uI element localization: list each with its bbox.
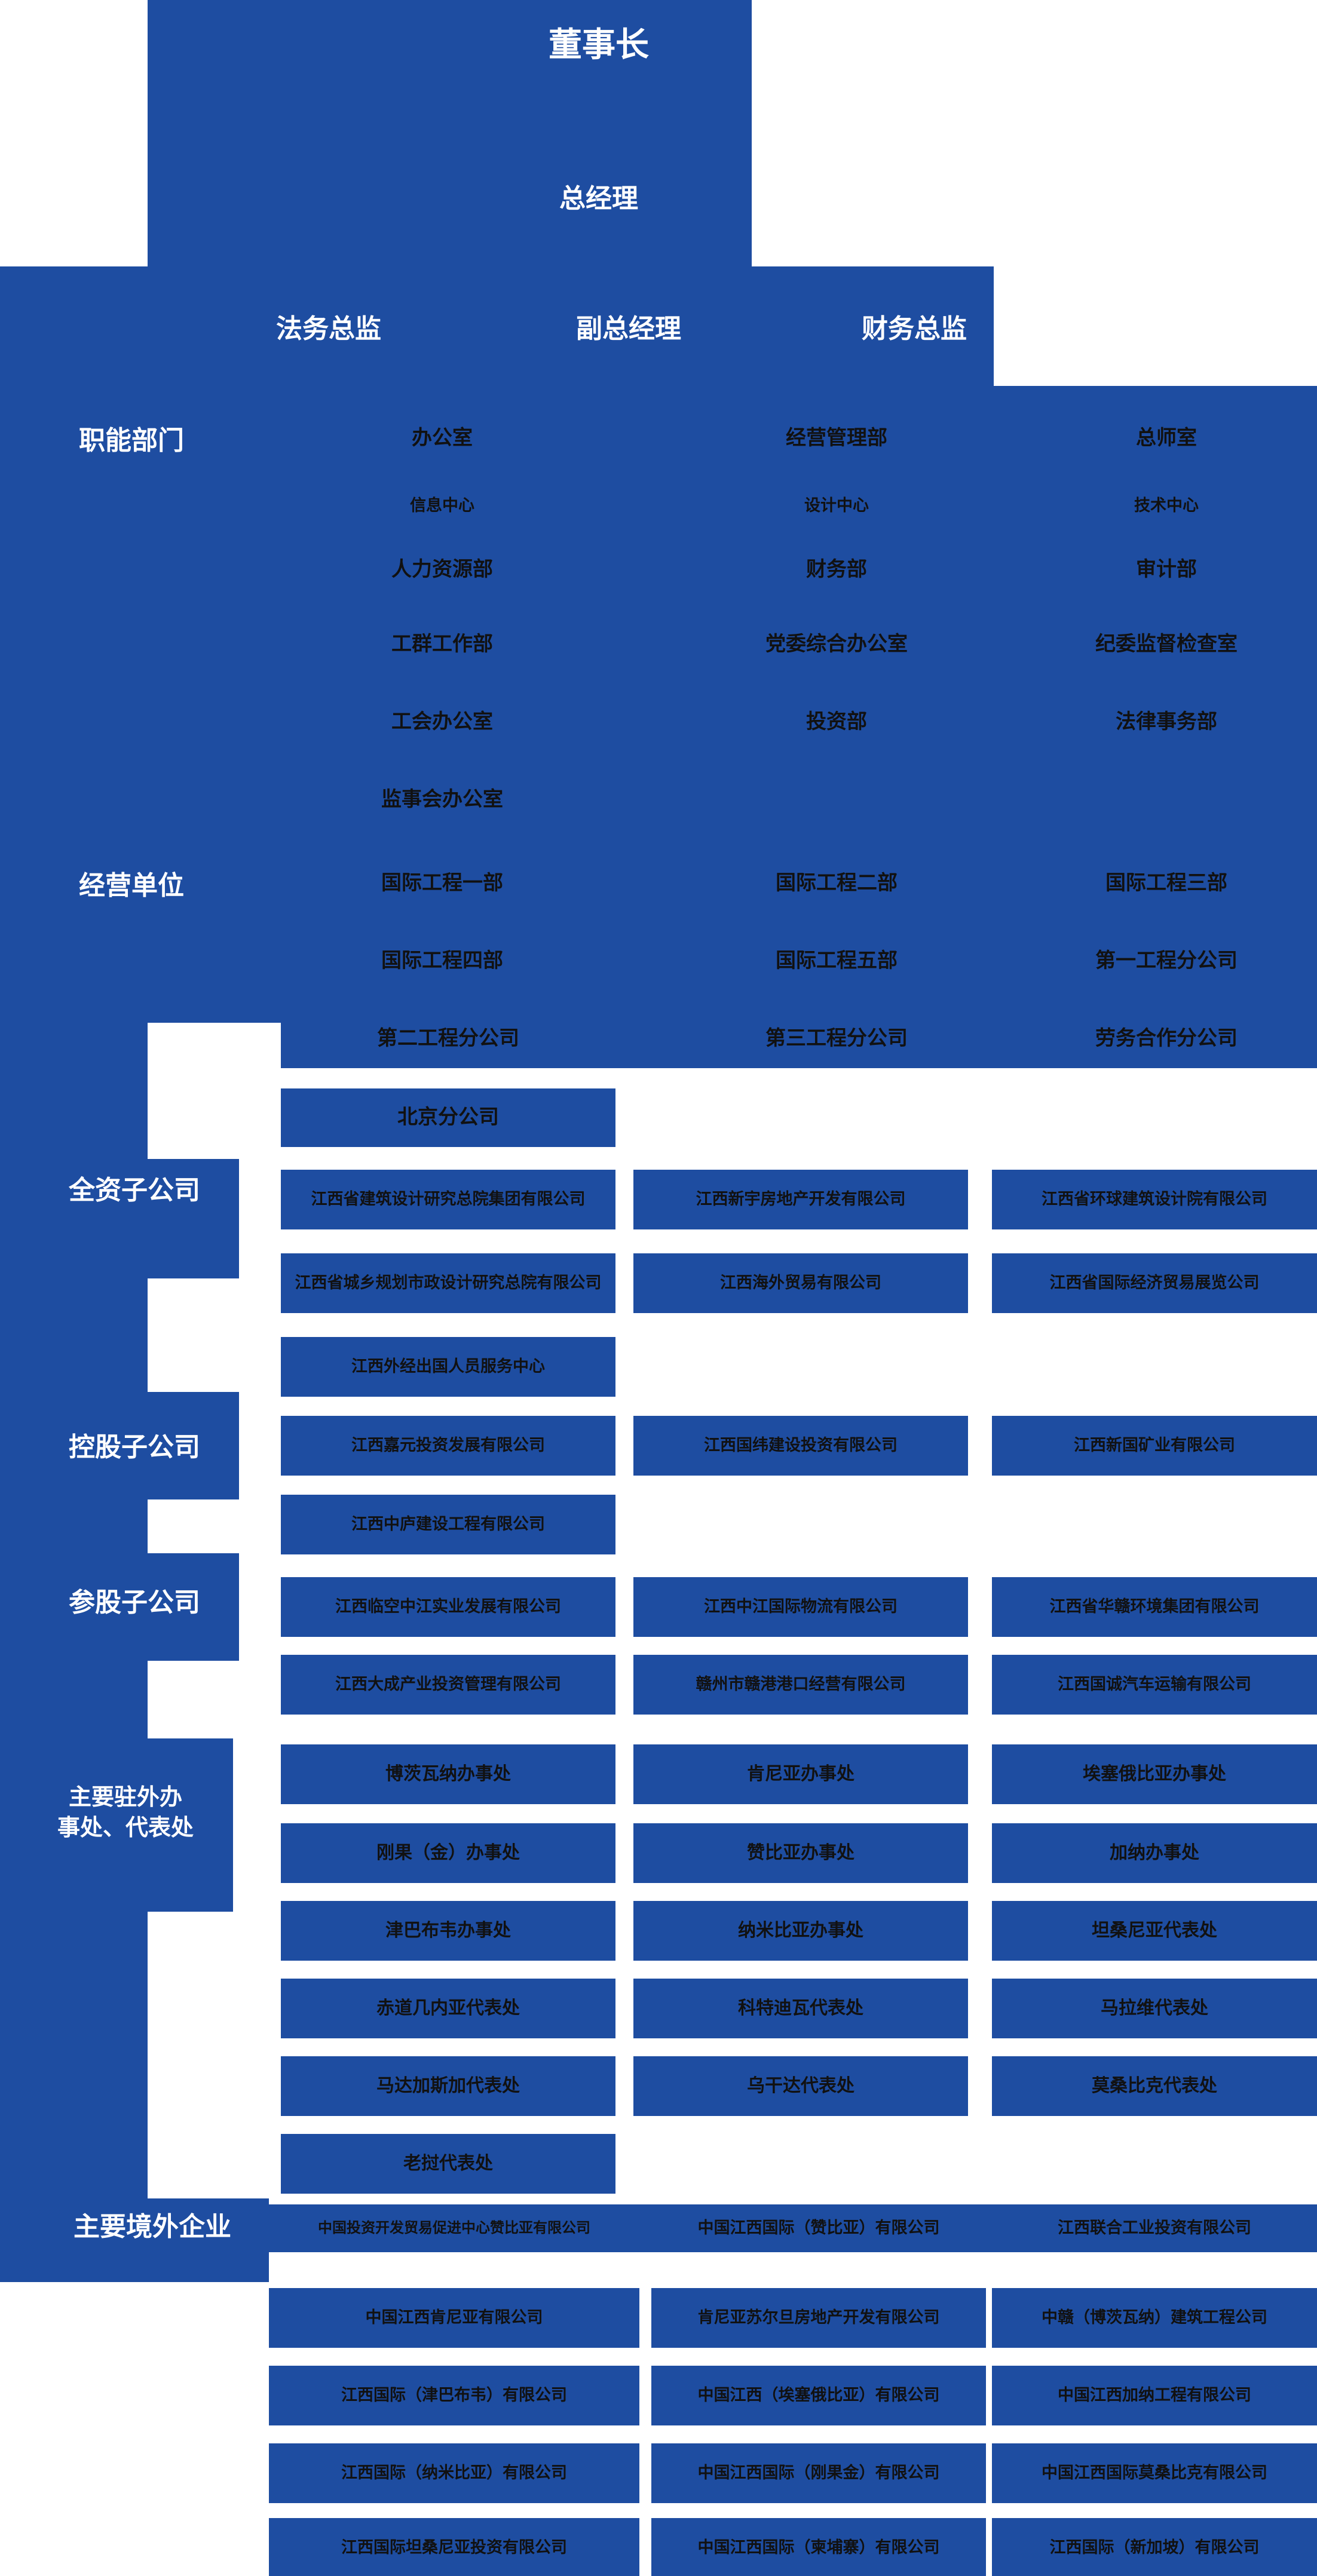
enterprise-item[interactable]: 中国江西（埃塞俄比亚）有限公司 bbox=[651, 2366, 986, 2425]
office-item[interactable]: 博茨瓦纳办事处 bbox=[281, 1744, 615, 1804]
subsidiary-item[interactable]: 江西大成产业投资管理有限公司 bbox=[281, 1655, 615, 1715]
branch-item[interactable]: 第三工程分公司 bbox=[669, 1025, 1004, 1053]
office-item[interactable]: 肯尼亚办事处 bbox=[633, 1744, 968, 1804]
business-unit-item[interactable]: 第一工程分公司 bbox=[1016, 947, 1317, 976]
exec-general-manager: 总经理 bbox=[559, 184, 638, 213]
dept-item[interactable]: 投资部 bbox=[669, 708, 1004, 737]
subsidiary-item[interactable]: 江西省环球建筑设计院有限公司 bbox=[992, 1170, 1317, 1229]
section-label-overseas-enterprises: 主要境外企业 bbox=[73, 2212, 231, 2242]
dept-item[interactable]: 监事会办公室 bbox=[275, 786, 610, 814]
enterprise-item[interactable]: 中国江西国际莫桑比克有限公司 bbox=[992, 2443, 1317, 2503]
branch-item[interactable]: 第二工程分公司 bbox=[281, 1025, 615, 1053]
section-label-overseas-offices: 主要驻外办 事处、代表处 bbox=[24, 1759, 227, 1867]
subsidiary-item[interactable]: 赣州市赣港港口经营有限公司 bbox=[633, 1655, 968, 1715]
branch-item[interactable]: 北京分公司 bbox=[281, 1103, 615, 1132]
top-exec-panel bbox=[148, 0, 752, 266]
enterprise-item[interactable]: 中国江西国际（柬埔寨）有限公司 bbox=[651, 2518, 986, 2576]
dept-item[interactable]: 纪委监督检查室 bbox=[1016, 630, 1317, 659]
overseas-offices-label-line-1: 主要驻外办 bbox=[68, 1784, 182, 1810]
subsidiary-item[interactable]: 江西省国际经济贸易展览公司 bbox=[992, 1253, 1317, 1313]
dept-item[interactable]: 工群工作部 bbox=[275, 630, 610, 659]
dept-item[interactable]: 设计中心 bbox=[669, 493, 1004, 519]
wholly-owned-label-panel bbox=[0, 1159, 239, 1278]
subsidiary-item[interactable]: 江西中江国际物流有限公司 bbox=[633, 1577, 968, 1637]
enterprise-item[interactable]: 江西国际（新加坡）有限公司 bbox=[992, 2518, 1317, 2576]
subsidiary-item[interactable]: 江西临空中江实业发展有限公司 bbox=[281, 1577, 615, 1637]
office-item[interactable]: 马拉维代表处 bbox=[992, 1979, 1317, 2038]
section-label-business-units: 经营单位 bbox=[79, 871, 184, 901]
subsidiary-item[interactable]: 江西省建筑设计研究总院集团有限公司 bbox=[281, 1170, 615, 1229]
subsidiary-item[interactable]: 江西嘉元投资发展有限公司 bbox=[281, 1416, 615, 1476]
dept-item[interactable]: 办公室 bbox=[275, 424, 610, 453]
exec-finance-director: 财务总监 bbox=[862, 314, 967, 344]
overseas-offices-label-panel bbox=[0, 1738, 233, 1912]
dept-item[interactable]: 法律事务部 bbox=[1016, 708, 1317, 737]
exec-deputy-general-manager: 副总经理 bbox=[576, 314, 681, 344]
dept-item[interactable]: 技术中心 bbox=[1016, 493, 1317, 519]
enterprise-item[interactable]: 江西国际坦桑尼亚投资有限公司 bbox=[269, 2518, 639, 2576]
dept-item[interactable]: 工会办公室 bbox=[275, 708, 610, 737]
office-item[interactable]: 乌干达代表处 bbox=[633, 2056, 968, 2116]
exec-chairman: 董事长 bbox=[549, 25, 649, 63]
enterprise-item[interactable]: 中国江西加纳工程有限公司 bbox=[992, 2366, 1317, 2425]
section-label-wholly-owned: 全资子公司 bbox=[69, 1176, 200, 1206]
overseas-offices-label-line-2: 事处、代表处 bbox=[57, 1816, 194, 1841]
subsidiary-item[interactable]: 江西省城乡规划市政设计研究总院有限公司 bbox=[281, 1253, 615, 1313]
subsidiary-item[interactable]: 江西国纬建设投资有限公司 bbox=[633, 1416, 968, 1476]
subsidiary-item[interactable]: 江西中庐建设工程有限公司 bbox=[281, 1495, 615, 1554]
exec-legal-director: 法务总监 bbox=[276, 314, 381, 344]
subsidiary-item[interactable]: 江西外经出国人员服务中心 bbox=[281, 1337, 615, 1397]
subsidiary-item[interactable]: 江西国诚汽车运输有限公司 bbox=[992, 1655, 1317, 1715]
office-item[interactable]: 赤道几内亚代表处 bbox=[281, 1979, 615, 2038]
dept-item[interactable]: 审计部 bbox=[1016, 556, 1317, 584]
office-item[interactable]: 马达加斯加代表处 bbox=[281, 2056, 615, 2116]
enterprise-item[interactable]: 中国江西肯尼亚有限公司 bbox=[269, 2288, 639, 2348]
business-unit-item[interactable]: 国际工程五部 bbox=[669, 947, 1004, 976]
office-item[interactable]: 坦桑尼亚代表处 bbox=[992, 1901, 1317, 1961]
enterprise-item[interactable]: 中赣（博茨瓦纳）建筑工程公司 bbox=[992, 2288, 1317, 2348]
subsidiary-item[interactable]: 江西新国矿业有限公司 bbox=[992, 1416, 1317, 1476]
enterprise-item[interactable]: 中国投资开发贸易促进中心赞比亚有限公司 bbox=[269, 2210, 639, 2246]
dept-item[interactable]: 总师室 bbox=[1016, 424, 1317, 453]
dept-item[interactable]: 党委综合办公室 bbox=[669, 630, 1004, 659]
subsidiary-item[interactable]: 江西省华赣环境集团有限公司 bbox=[992, 1577, 1317, 1637]
business-unit-item[interactable]: 国际工程三部 bbox=[1016, 869, 1317, 898]
enterprise-item[interactable]: 中国江西国际（赞比亚）有限公司 bbox=[651, 2210, 986, 2246]
section-label-controlled: 控股子公司 bbox=[69, 1433, 200, 1462]
dept-item[interactable]: 经营管理部 bbox=[669, 424, 1004, 453]
business-unit-item[interactable]: 国际工程二部 bbox=[669, 869, 1004, 898]
section-label-functional-departments: 职能部门 bbox=[79, 426, 184, 456]
office-item[interactable]: 老挝代表处 bbox=[281, 2134, 615, 2194]
dept-item[interactable]: 财务部 bbox=[669, 556, 1004, 584]
enterprise-item[interactable]: 江西国际（津巴布韦）有限公司 bbox=[269, 2366, 639, 2425]
enterprise-item[interactable]: 中国江西国际（刚果金）有限公司 bbox=[651, 2443, 986, 2503]
office-item[interactable]: 纳米比亚办事处 bbox=[633, 1901, 968, 1961]
branch-item[interactable]: 劳务合作分公司 bbox=[1016, 1025, 1317, 1053]
dept-item[interactable]: 信息中心 bbox=[275, 493, 610, 519]
enterprise-item[interactable]: 江西联合工业投资有限公司 bbox=[992, 2210, 1317, 2246]
office-item[interactable]: 科特迪瓦代表处 bbox=[633, 1979, 968, 2038]
office-item[interactable]: 刚果（金）办事处 bbox=[281, 1823, 615, 1883]
office-item[interactable]: 津巴布韦办事处 bbox=[281, 1901, 615, 1961]
participating-label-panel bbox=[0, 1553, 239, 1661]
business-unit-item[interactable]: 国际工程一部 bbox=[275, 869, 610, 898]
enterprise-item[interactable]: 江西国际（纳米比亚）有限公司 bbox=[269, 2443, 639, 2503]
office-item[interactable]: 埃塞俄比亚办事处 bbox=[992, 1744, 1317, 1804]
section-label-participating: 参股子公司 bbox=[69, 1588, 200, 1618]
finance-director-panel bbox=[752, 266, 994, 386]
office-item[interactable]: 莫桑比克代表处 bbox=[992, 2056, 1317, 2116]
controlled-label-panel bbox=[0, 1392, 239, 1499]
functional-departments-panel bbox=[0, 386, 1317, 1023]
subsidiary-item[interactable]: 江西海外贸易有限公司 bbox=[633, 1253, 968, 1313]
subsidiary-item[interactable]: 江西新宇房地产开发有限公司 bbox=[633, 1170, 968, 1229]
dept-item[interactable]: 人力资源部 bbox=[275, 556, 610, 584]
enterprise-item[interactable]: 肯尼亚苏尔旦房地产开发有限公司 bbox=[651, 2288, 986, 2348]
office-item[interactable]: 赞比亚办事处 bbox=[633, 1823, 968, 1883]
office-item[interactable]: 加纳办事处 bbox=[992, 1823, 1317, 1883]
business-unit-item[interactable]: 国际工程四部 bbox=[275, 947, 610, 976]
